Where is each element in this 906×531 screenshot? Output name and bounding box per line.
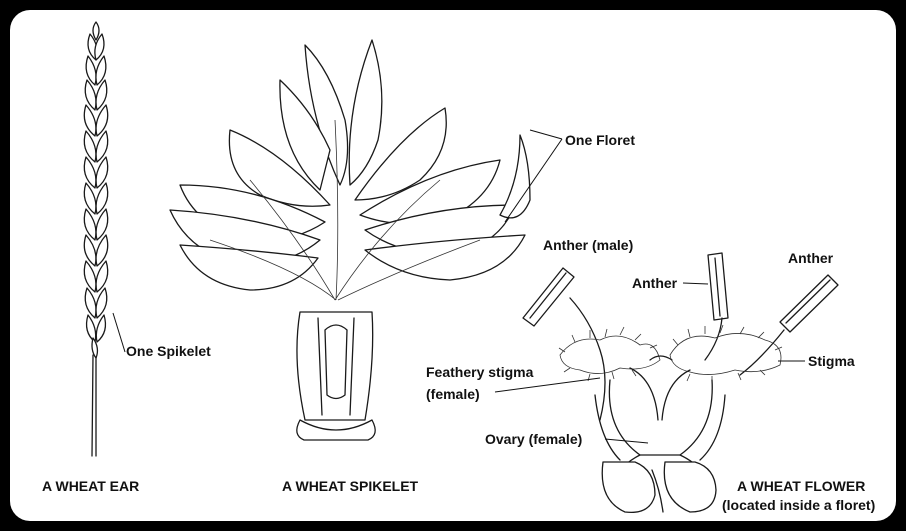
caption-wheat-flower-location: (located inside a floret) — [722, 497, 875, 513]
label-anther-male: Anther (male) — [543, 237, 633, 253]
wheat-spikelet-illustration — [170, 40, 530, 440]
label-feathery-stigma: Feathery stigma — [426, 364, 534, 380]
label-feathery-stigma-female: (female) — [426, 386, 480, 402]
ovary — [602, 462, 716, 512]
label-one-spikelet: One Spikelet — [126, 343, 211, 359]
caption-wheat-ear: A WHEAT EAR — [42, 478, 139, 494]
feathery-stigma — [559, 325, 782, 384]
label-anther-middle: Anther — [632, 275, 678, 291]
label-ovary: Ovary (female) — [485, 431, 582, 447]
anther-middle — [708, 253, 728, 320]
wheat-ear-illustration — [84, 22, 107, 456]
label-anther-right: Anther — [788, 250, 834, 266]
label-stigma: Stigma — [808, 353, 855, 369]
wheat-flower-illustration — [523, 253, 838, 512]
anther-right — [780, 275, 838, 332]
anther-left — [523, 268, 574, 326]
caption-wheat-spikelet: A WHEAT SPIKELET — [282, 478, 419, 494]
caption-wheat-flower: A WHEAT FLOWER — [737, 478, 865, 494]
label-one-floret: One Floret — [565, 132, 635, 148]
